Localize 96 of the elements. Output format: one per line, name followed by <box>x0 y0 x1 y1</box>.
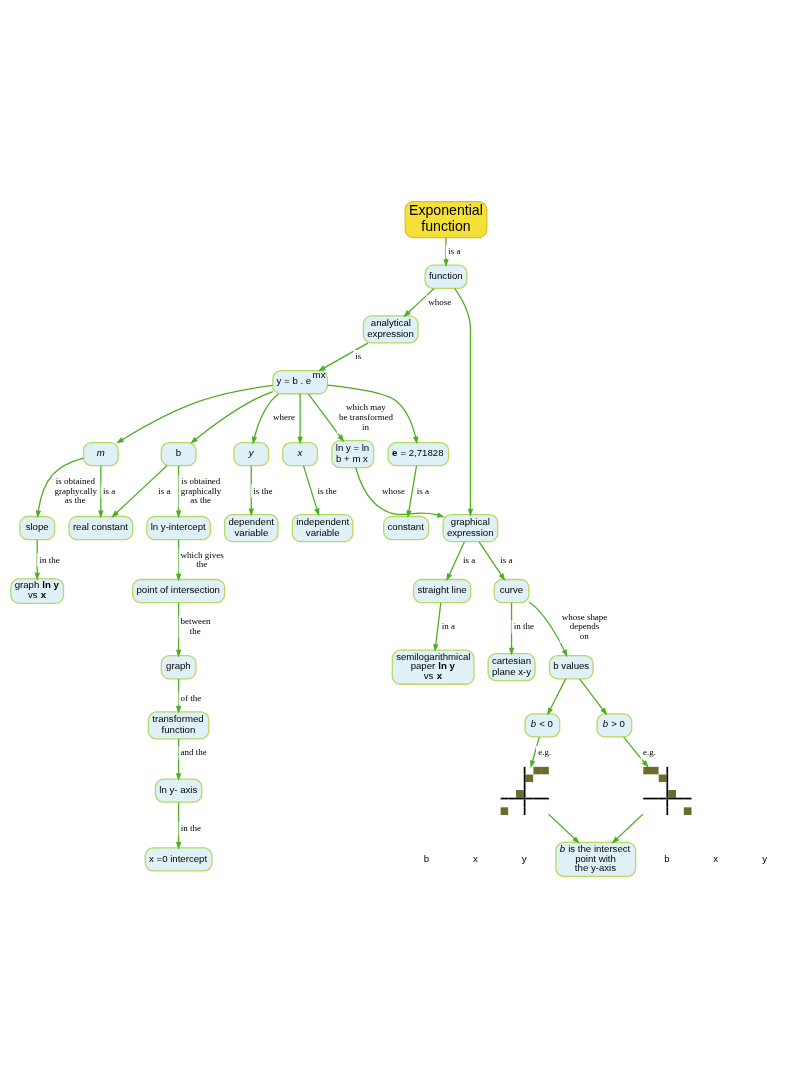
node-box: analytical expression <box>362 315 419 344</box>
edge-label: which gives the <box>180 549 224 570</box>
label: y <box>762 852 768 864</box>
edge-label: whose <box>382 485 406 496</box>
arrow <box>175 602 182 658</box>
arrow <box>508 602 515 656</box>
edge-label: is a <box>158 485 171 496</box>
arrow <box>355 467 445 518</box>
node-box: graphical expression <box>442 513 499 543</box>
edge-label: in the <box>513 621 535 632</box>
node-box: point of intersection <box>132 578 226 604</box>
node-box: transformed function <box>147 711 210 740</box>
arrow <box>297 393 303 445</box>
label: b <box>423 852 430 864</box>
arrow <box>530 736 540 769</box>
node-box: Exponential function <box>404 200 488 239</box>
node-box: y <box>233 441 270 467</box>
arrow <box>34 539 40 581</box>
node-box: ln y- axis <box>154 778 203 803</box>
arrow <box>578 678 608 716</box>
edge-label: e.g. <box>642 747 656 758</box>
edge-label: is a <box>500 554 513 565</box>
arrow <box>116 384 274 444</box>
arrow <box>611 813 644 844</box>
arrow <box>446 541 466 582</box>
edge-label: whose <box>428 296 452 307</box>
node-box: straight line <box>412 578 472 604</box>
arrow <box>175 678 182 714</box>
arrow <box>528 601 568 658</box>
node-box: b <box>160 441 197 467</box>
node-box: dependent variable <box>223 513 279 543</box>
arrow <box>547 813 580 844</box>
node-box: x =0 intercept <box>144 847 213 872</box>
node-box: graph <box>160 655 197 680</box>
edge-label: is obtained graphycally as the <box>54 476 97 506</box>
edge-label: is a <box>463 554 476 565</box>
edge-label: and the <box>180 747 207 758</box>
edge-label: in a <box>441 621 456 632</box>
edge-label: in the <box>39 554 60 565</box>
edge-label: is a <box>103 485 116 496</box>
arrow <box>248 465 254 517</box>
node-box: independent variable <box>291 513 354 543</box>
arrow <box>302 465 320 517</box>
arrow <box>35 457 84 519</box>
arrow <box>175 801 182 850</box>
arrow <box>175 465 182 519</box>
edge-label: is the <box>253 485 273 496</box>
edge-label: where <box>273 411 296 422</box>
edge-label: whose shape depends on <box>561 611 608 642</box>
label: b <box>664 852 670 864</box>
node-box: ln y-intercept <box>146 515 212 541</box>
node-box: real constant <box>68 515 134 541</box>
edge-label: is a <box>448 246 461 257</box>
arrow <box>622 736 649 768</box>
node-box: curve <box>493 578 530 604</box>
node-box: slope <box>19 515 56 541</box>
arrow <box>307 393 345 443</box>
arrow <box>443 236 449 268</box>
arrow <box>317 342 369 372</box>
node-box: ln y = ln b + m x <box>331 440 375 469</box>
edge-label: is the <box>317 485 337 496</box>
arrow <box>406 465 418 519</box>
label: x <box>713 852 719 864</box>
node-box: cartesian plane x-y <box>487 653 536 682</box>
arrow <box>251 393 280 445</box>
node-box: b values <box>548 655 594 680</box>
arrow <box>175 539 182 582</box>
arrow <box>454 287 474 517</box>
edge-label: which may be transformed in <box>338 402 394 432</box>
label: y <box>521 852 527 864</box>
node-box: graph ln y vs x <box>10 578 65 604</box>
arrow <box>175 738 182 781</box>
arrow <box>478 541 506 582</box>
node-box: constant <box>383 515 430 541</box>
arrow <box>547 678 567 716</box>
node-box: b is the intersect point with the y-axis <box>555 841 637 878</box>
arrow <box>326 384 419 445</box>
edge-label: between the <box>180 616 211 636</box>
edge-label: in the <box>180 823 202 834</box>
arrow <box>403 287 435 318</box>
node-box: semilogarithmical paper ln y vs x <box>391 649 475 685</box>
edge-label: is a <box>416 485 429 496</box>
node-box: function <box>424 264 468 289</box>
node-box: e = 2,71828 <box>387 441 450 467</box>
label: x <box>472 852 478 864</box>
node-box: x <box>282 441 319 467</box>
node-box: m <box>82 441 119 467</box>
node-box: b > 0 <box>596 713 633 738</box>
arrow <box>433 602 442 652</box>
arrow <box>111 465 168 518</box>
node-box: b < 0 <box>524 713 561 738</box>
edge-label: is <box>355 351 362 362</box>
edge-label: of the <box>180 692 202 703</box>
edge-label: e.g. <box>538 747 552 758</box>
arrow <box>190 390 274 444</box>
edge-label: is obtained graphically as the <box>180 476 222 506</box>
